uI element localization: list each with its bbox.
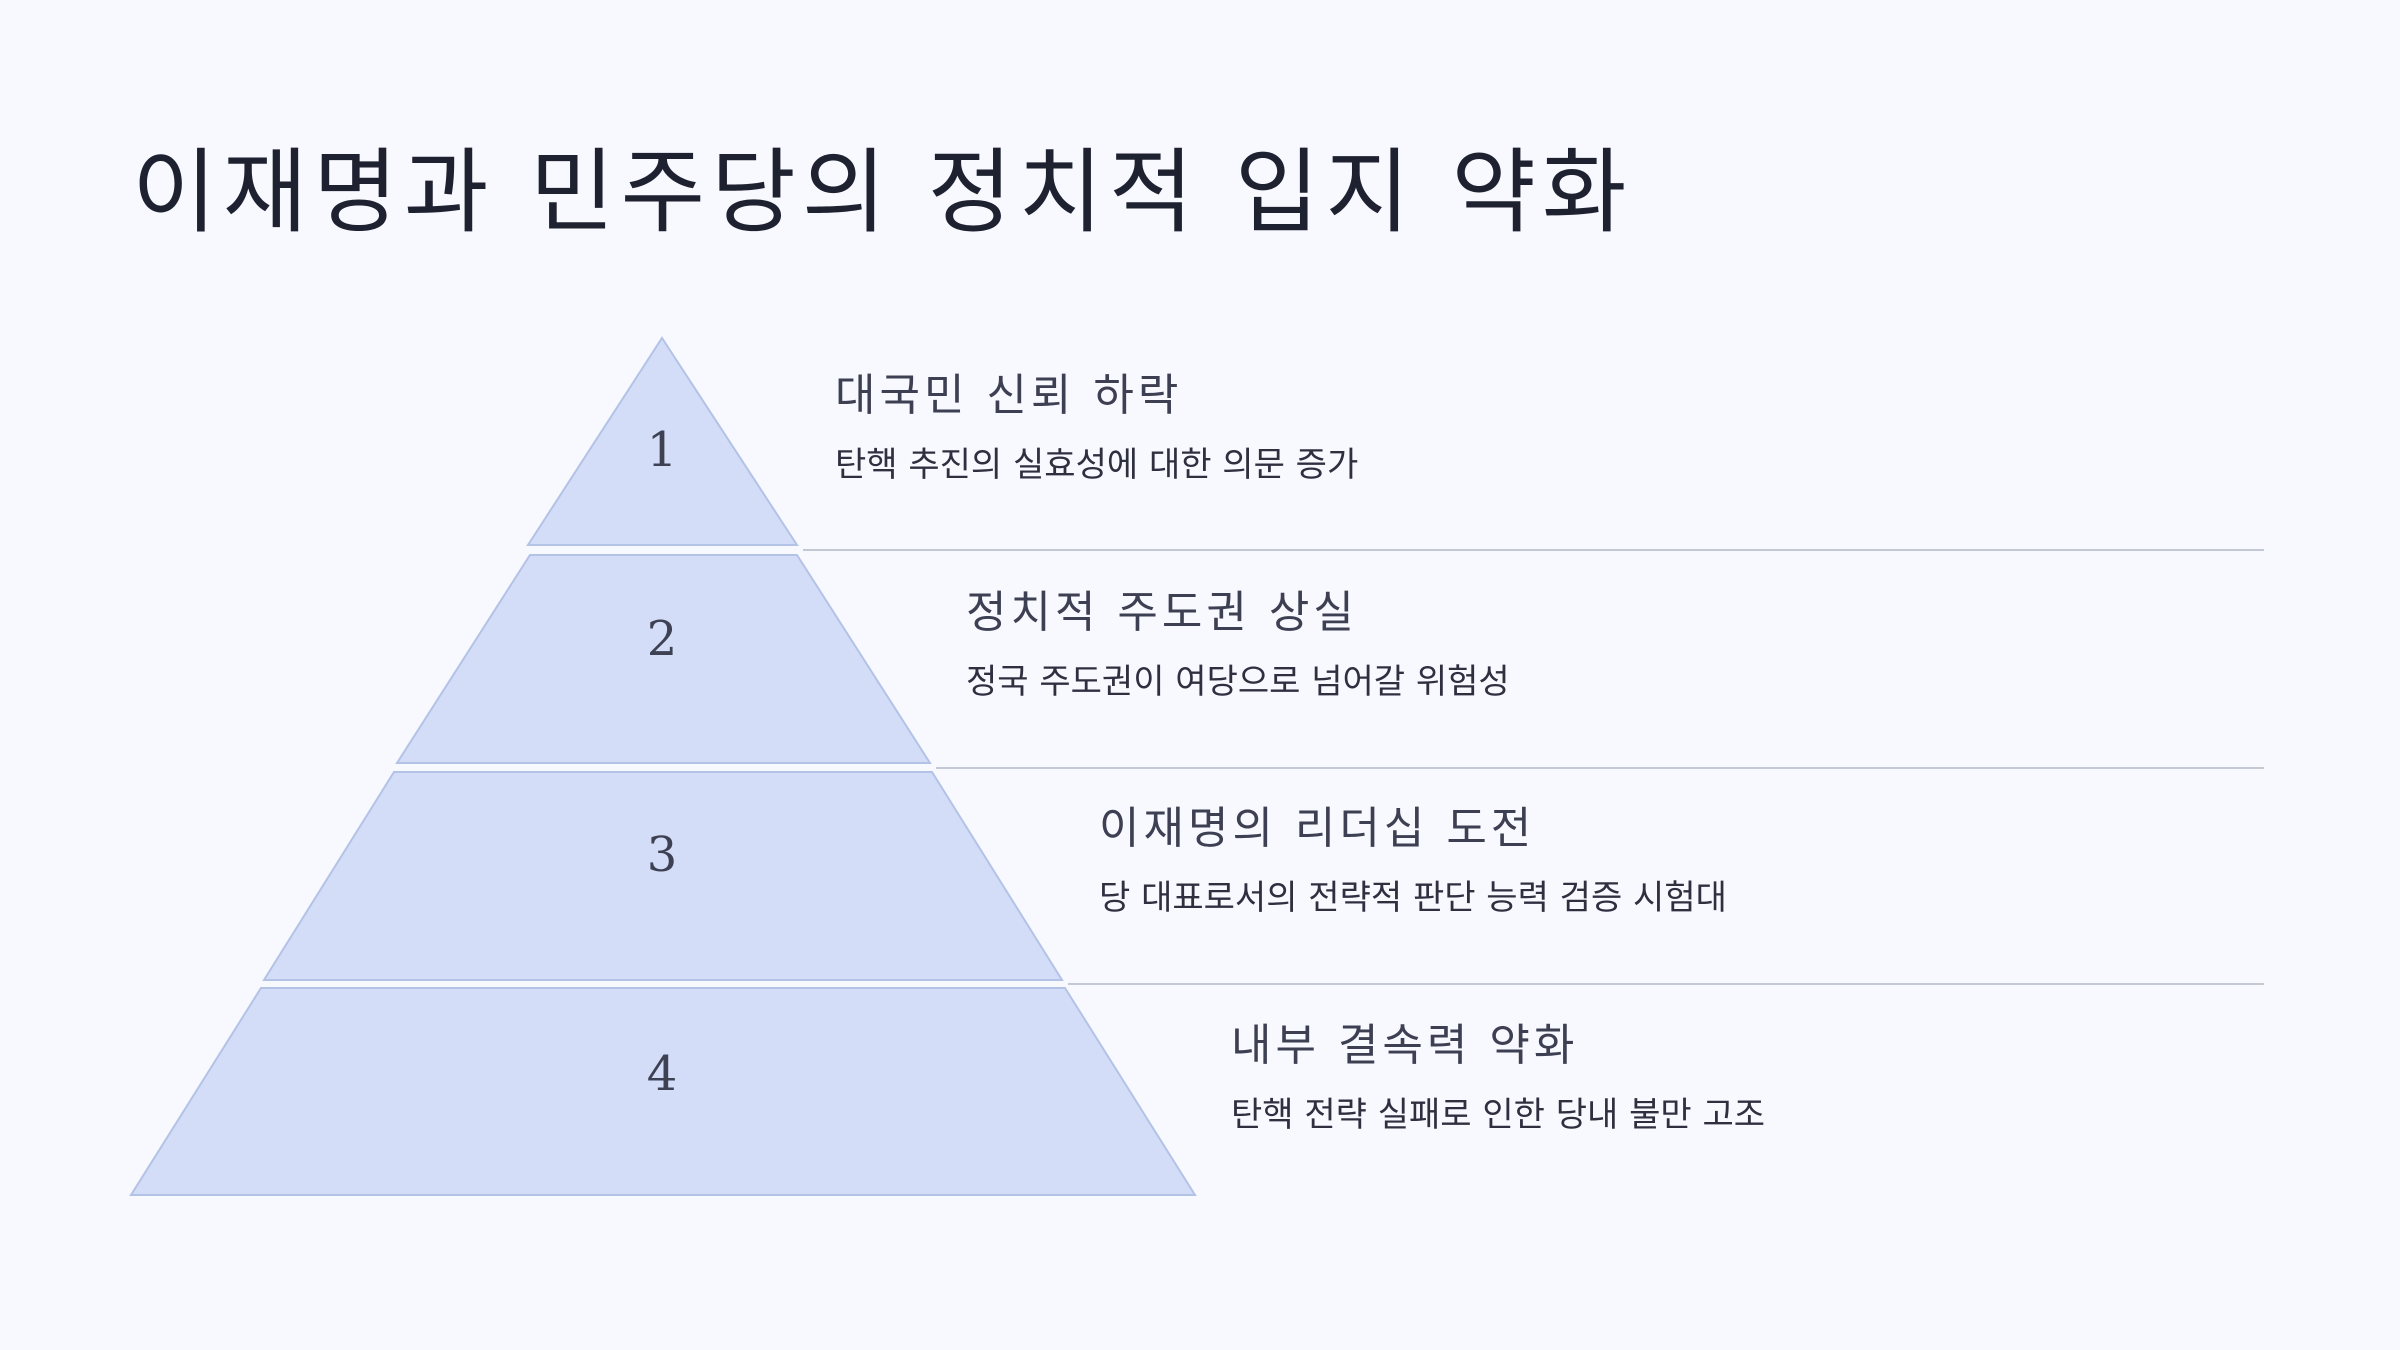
pyramid-tier-1: 1	[526, 336, 799, 546]
tier-1-heading: 대국민 신뢰 하락	[835, 370, 1183, 421]
tier-4-heading: 내부 결속력 약화	[1231, 1020, 1579, 1071]
tier-4-description: 탄핵 전략 실패로 인한 당내 불만 고조	[1231, 1094, 1766, 1135]
tier-4-text: 내부 결속력 약화 탄핵 전략 실패로 인한 당내 불만 고조	[1231, 1020, 1765, 1136]
tier-2-text: 정치적 주도권 상실 정국 주도권이 여당으로 넘어갈 위험성	[966, 587, 1510, 703]
pyramid-tier-4-number: 4	[647, 1046, 678, 1102]
tier-1-text: 대국민 신뢰 하락 탄핵 추진의 실효성에 대한 의문 증가	[835, 370, 1358, 486]
tier-3-description: 당 대표로서의 전략적 판단 능력 검증 시험대	[1099, 877, 1727, 918]
tier-3-text: 이재명의 리더십 도전 당 대표로서의 전략적 판단 능력 검증 시험대	[1099, 803, 1727, 919]
pyramid-tier-2-number: 2	[647, 611, 678, 667]
pyramid-tier-2: 2	[395, 554, 932, 764]
pyramid-tier-1-number: 1	[647, 422, 678, 478]
pyramid-tier-3-number: 3	[647, 827, 678, 883]
pyramid-tier-3-shape	[262, 771, 1064, 981]
tier-3-heading: 이재명의 리더십 도전	[1099, 803, 1536, 854]
pyramid-tier-3: 3	[262, 771, 1064, 981]
pyramid-tier-4: 4	[129, 987, 1197, 1196]
tier-1-description: 탄핵 추진의 실효성에 대한 의문 증가	[835, 444, 1359, 485]
tier-2-heading: 정치적 주도권 상실	[966, 587, 1358, 638]
pyramid-tier-1-shape	[526, 336, 799, 546]
pyramid-tier-2-shape	[395, 554, 932, 764]
page-title: 이재명과 민주당의 정치적 입지 약화	[132, 139, 1633, 246]
pyramid-tier-4-shape	[129, 987, 1197, 1196]
tier-2-description: 정국 주도권이 여당으로 넘어갈 위험성	[966, 661, 1510, 702]
